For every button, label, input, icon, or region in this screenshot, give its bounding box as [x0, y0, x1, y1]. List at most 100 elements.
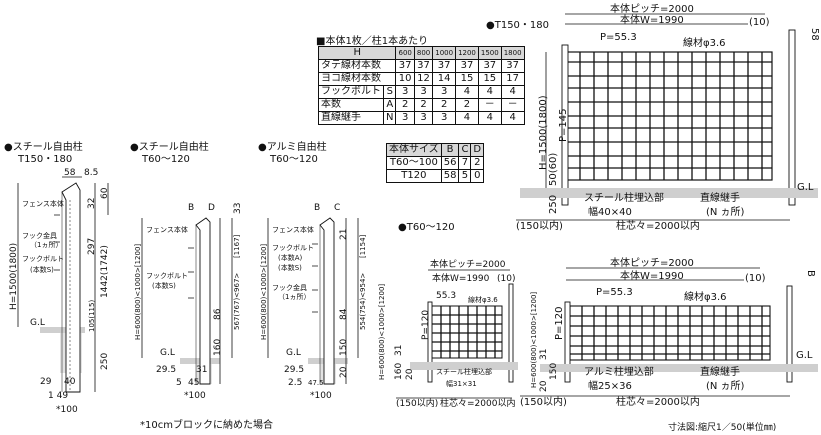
d3-label-metal2: （1ヵ所） [278, 292, 310, 301]
d6-h: H=600(800)<1000>[1200] [530, 292, 538, 388]
d2-dim-33: 33 [233, 203, 243, 214]
d3-dim-1154: [1154] [359, 234, 367, 258]
d4-ground [520, 188, 818, 198]
d3-dim-21: 21 [339, 229, 349, 240]
d1-subtitle: T150・180 [17, 154, 72, 165]
d4-post-span: 柱芯々=2000以内 [616, 219, 700, 232]
d3-label-hookS: (本数S) [278, 263, 302, 272]
d6-joint: 直線継手 [700, 365, 740, 378]
d5-31: 31 [394, 345, 404, 356]
d4-h: H=1500(1800) [538, 95, 549, 170]
d2-dim-b: B [188, 203, 194, 213]
d3-dim-100: *100 [310, 391, 332, 401]
d6-pitch: 本体ピッチ=2000 [610, 256, 694, 269]
d4-58: 58 [809, 28, 820, 41]
d3-dim-h: H=600(800)<1000>[1200] [260, 244, 268, 340]
d2-dim-h: H=600(800)<1000>[1200] [134, 244, 142, 340]
d5-title: ●T60～120 [398, 222, 455, 233]
d6-mesh [569, 305, 771, 361]
d4-post-right [788, 29, 796, 206]
d1-label-gl: G.L [30, 318, 45, 328]
d1-title: ●スチール自由柱 [4, 140, 83, 153]
d1-dim-8.5: 8.5 [84, 168, 98, 178]
d4-joint-n: (N ヵ所) [706, 206, 745, 218]
d2-dim-5: 5 [176, 378, 182, 388]
d6-alu-w: 幅25×36 [588, 379, 632, 392]
d2-dim-45: 45 [188, 378, 199, 388]
d1-dim-h: H=1500(1800) [9, 243, 19, 310]
d2-subtitle: T60～120 [141, 154, 190, 165]
diagram-front-t60-small: ●T60～120 本体ピッチ=2000 本体W=1990 (10) 55.3 線… [378, 222, 518, 409]
d2-label-gl: G.L [160, 348, 175, 358]
d5-mesh [431, 305, 503, 359]
d5-span: (150以内) [396, 397, 438, 409]
d2-post [195, 217, 211, 385]
d3-label-fence: フェンス本体 [272, 225, 314, 234]
d2-dim-29: 29.5 [156, 365, 176, 375]
diagram-steel-post-t150: ●スチール自由柱 T150・180 58 8.5 32 60 297 1442(… [4, 140, 110, 415]
table1-title: ■本体1枚／柱1本あたり [316, 36, 429, 47]
d3-dim-2.5: 2.5 [288, 378, 302, 388]
d3-dim-150: 150 [339, 339, 349, 356]
d3-label-hookA: (本数A) [278, 253, 303, 262]
d6-alu: アルミ柱埋込部 [584, 365, 654, 378]
d1-dim-60: 60 [100, 187, 110, 199]
d5-wire: 線材φ3.6 [468, 295, 498, 304]
d1-dim-105: 105(115) [88, 300, 96, 332]
d3-dim-29.5: 29.5 [284, 365, 304, 375]
d4-span: (150以内) [516, 219, 563, 232]
d5-p: 55.3 [436, 291, 456, 301]
d4-wire: 線材φ3.6 [683, 36, 726, 49]
d5-pitch: 本体ピッチ=2000 [430, 258, 506, 270]
d4-post-left [561, 44, 569, 206]
d1-post [61, 182, 81, 393]
d1-label-fence: フェンス本体 [22, 199, 64, 208]
d1-dim-100: *100 [56, 405, 78, 415]
d5-160: 160 [394, 363, 404, 380]
d2-label-hook2: (本数S) [152, 281, 176, 290]
d2-dim-d: D [208, 203, 215, 213]
d1-dim-149: 1 49 [48, 391, 68, 401]
d6-post: 柱芯々=2000以内 [616, 395, 700, 408]
d1-ground [40, 327, 85, 333]
d3-label-gl: G.L [286, 348, 301, 358]
d3-title: ●アルミ自由柱 [258, 140, 327, 153]
d1-dim-250: 250 [100, 353, 110, 370]
scale-note: 寸法図:縮尺1／50(単位㎜) [668, 421, 776, 433]
footnote: *10cmブロックに納めた場合 [140, 418, 273, 431]
d4-pitch: 本体ピッチ=2000 [610, 2, 694, 15]
d3-dim-84: 84 [339, 308, 349, 320]
d6-p120: P=120 [554, 307, 565, 341]
d2-label-fence: フェンス本体 [146, 225, 188, 234]
d1-dim-29: 29 [40, 377, 52, 387]
d6-b: B [805, 270, 816, 277]
d4-steel: スチール柱埋込部 [584, 191, 664, 204]
d2-dim-100: *100 [184, 391, 206, 401]
d3-subtitle: T60～120 [269, 154, 318, 165]
d5-h: H=600(800)<1000>[1200] [378, 284, 386, 380]
d2-dim-1167: [1167] [233, 234, 241, 258]
diagram-front-t150: ●T150・180 本体ピッチ=2000 本体W=1990 (10) P=55.… [486, 2, 820, 232]
d6-p: P=55.3 [596, 287, 633, 298]
d6-joint-n: (N ヵ所) [706, 380, 745, 392]
diagram-alu-post-t60: ●アルミ自由柱 T60～120 B C 21 [1154] 84 554(754… [258, 140, 367, 401]
d2-dim-31: 31 [196, 365, 207, 375]
d2-title: ●スチール自由柱 [130, 140, 209, 153]
d5-steel: スチール柱埋込部 [436, 367, 492, 376]
d5-steel-w: 幅31×31 [446, 379, 477, 388]
d6-31: 31 [539, 349, 549, 360]
d4-250: 250 [548, 195, 559, 214]
d6-150: 150 [549, 363, 559, 380]
d4-title: ●T150・180 [486, 20, 549, 31]
d6-span: (150以内) [520, 395, 567, 408]
d1-label-metal2: （1ヵ所） [30, 240, 62, 249]
d5-width: 本体W=1990 [432, 272, 490, 284]
d2-label-hook: フックボルト [146, 272, 188, 280]
